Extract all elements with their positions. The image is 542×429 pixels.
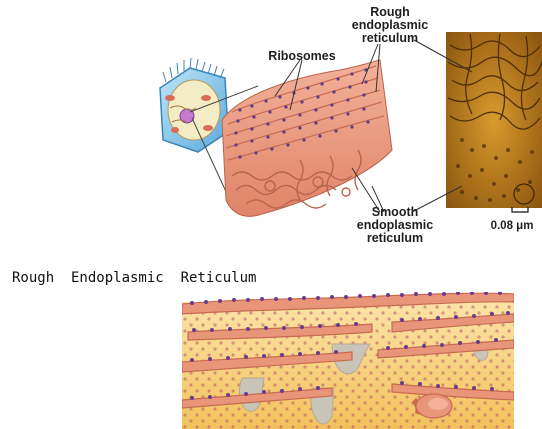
- cell-illustration: [160, 58, 228, 152]
- section-title: Rough Endoplasmic Reticulum: [12, 270, 256, 286]
- rough-er-closeup-figure: [182, 292, 514, 429]
- smooth-er-label-line-3: reticulum: [340, 232, 450, 245]
- er-overview-figure: [0, 0, 542, 250]
- smooth-er-label: Smooth endoplasmic reticulum: [340, 206, 450, 245]
- rough-er-label-line-3: reticulum: [335, 32, 445, 45]
- electron-micrograph: [446, 32, 542, 208]
- scale-bar-label: 0.08 μm: [477, 220, 542, 233]
- er-illustration: [222, 60, 392, 216]
- rough-er-label: Rough endoplasmic reticulum: [335, 6, 445, 45]
- ribosomes-label: Ribosomes: [252, 50, 352, 63]
